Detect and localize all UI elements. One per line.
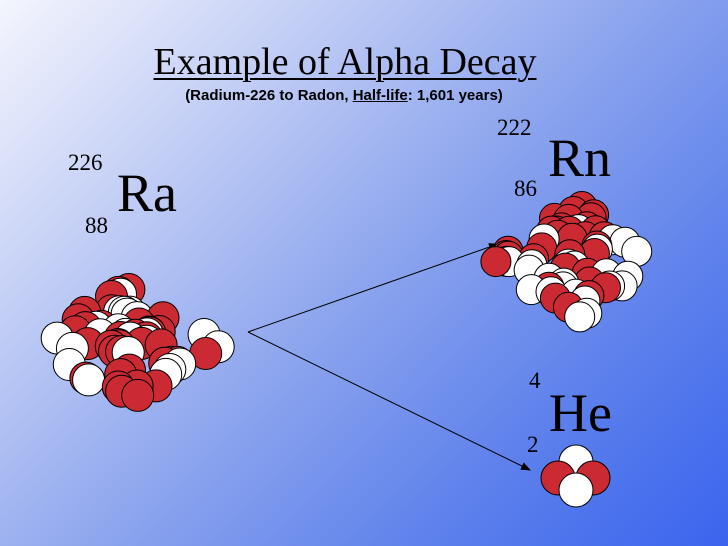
subtitle-text-start: (Radium-226 to Radon, (185, 87, 353, 104)
helium-symbol: He (549, 383, 612, 443)
proton (480, 246, 512, 278)
radium-nucleus (40, 273, 235, 412)
radium-symbol: Ra (117, 163, 177, 223)
neutron (558, 472, 594, 508)
half-life-term: Half-life (352, 87, 408, 104)
arrow-to-helium (247, 331, 531, 471)
radium-mass-number: 226 (68, 150, 103, 175)
proton (121, 378, 155, 412)
arrow-to-radon (247, 243, 499, 333)
subtitle-text-end: : 1,601 years) (407, 87, 503, 104)
helium-nucleus (540, 444, 611, 508)
helium-atomic-number: 2 (527, 432, 539, 457)
radon-mass-number: 222 (497, 115, 532, 140)
radon-nucleus (480, 191, 653, 333)
radium-atomic-number: 88 (85, 213, 108, 238)
radon-symbol: Rn (548, 128, 612, 188)
slide-subtitle: (Radium-226 to Radon, Half-life: 1,601 y… (0, 87, 688, 104)
slide-title: Example of Alpha Decay (153, 41, 537, 83)
neutron (72, 363, 106, 397)
neutron (564, 301, 596, 333)
radon-atomic-number: 86 (514, 176, 537, 201)
helium-mass-number: 4 (529, 368, 541, 393)
